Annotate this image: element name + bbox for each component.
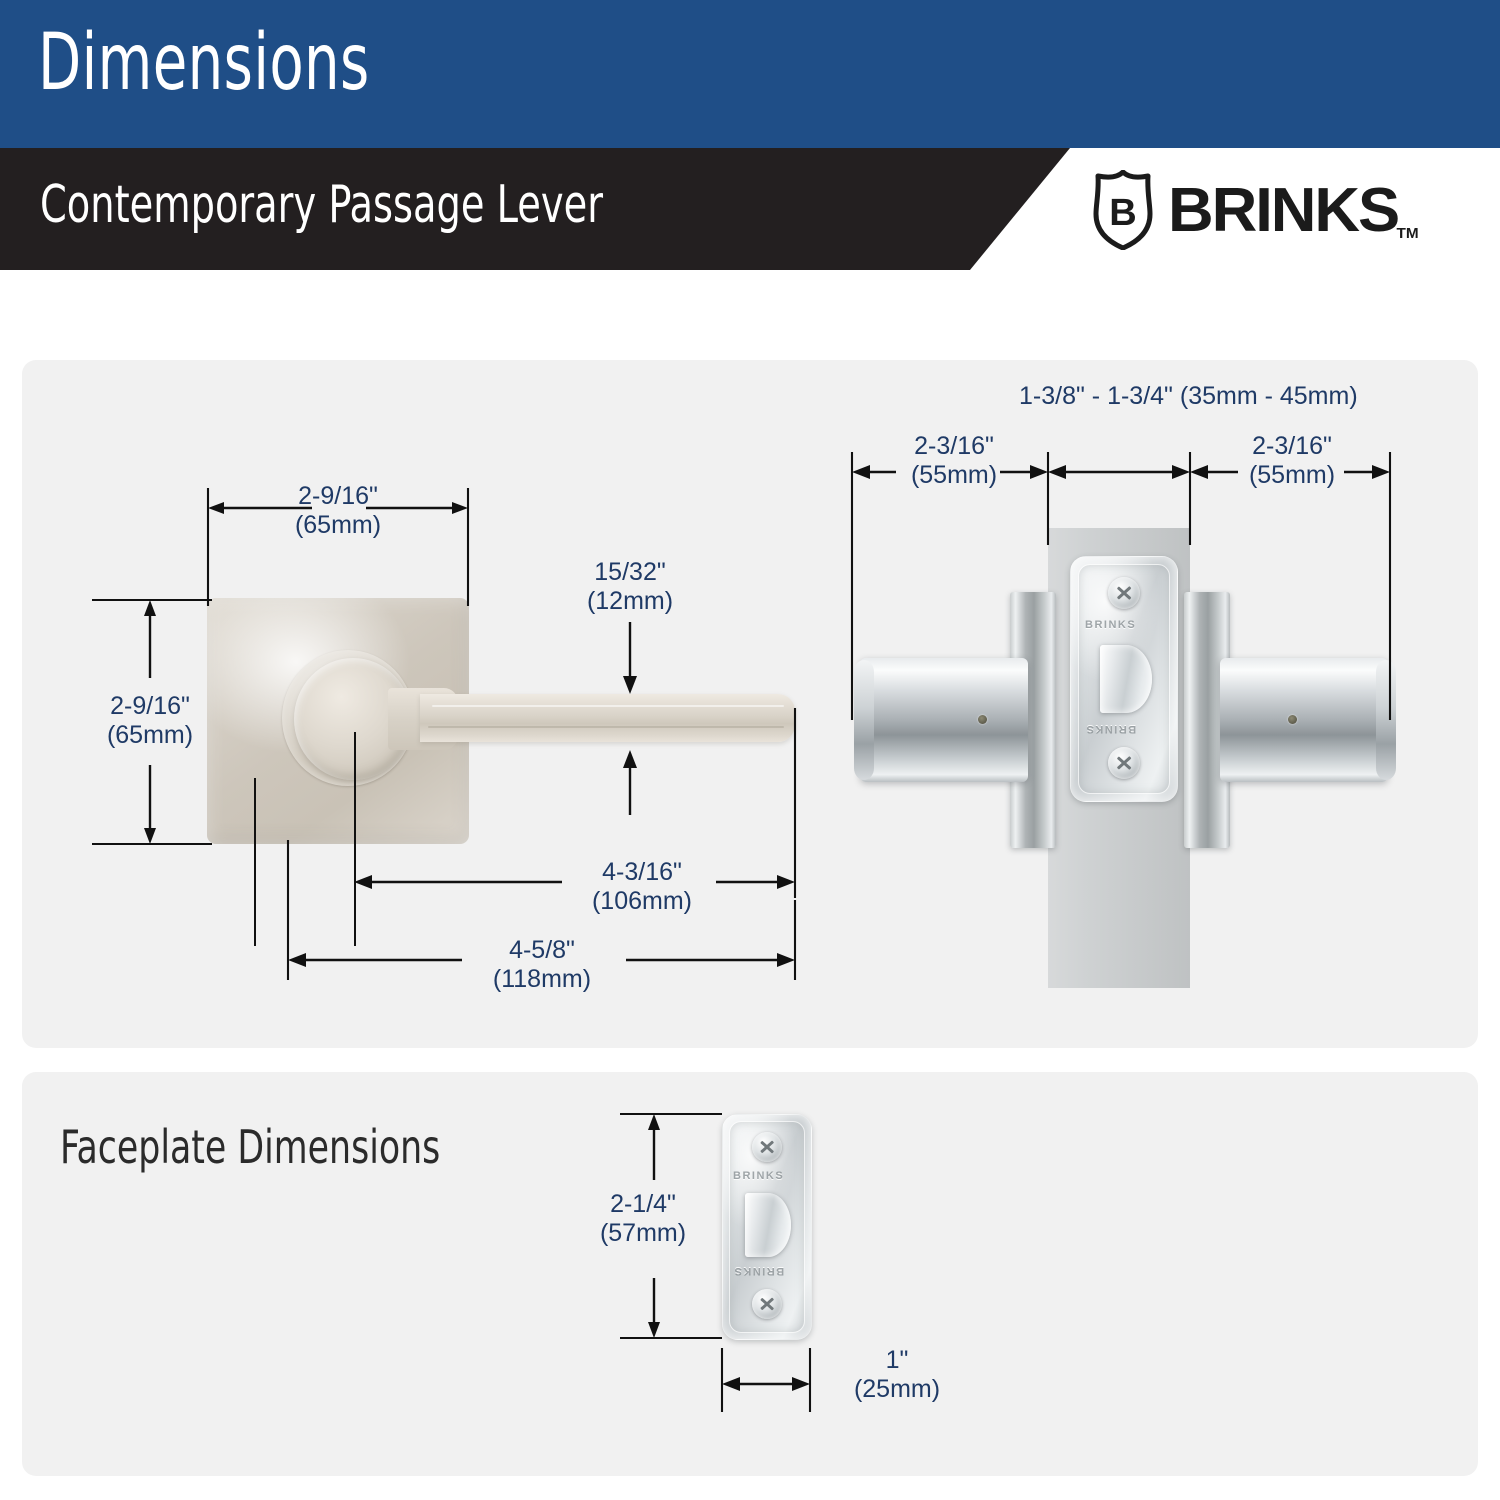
faceplate-section-title: Faceplate Dimensions bbox=[60, 1120, 441, 1174]
lever-total-length-dimension: 4-5/8" (118mm) bbox=[492, 936, 592, 993]
faceplate-bottom-screw bbox=[1108, 747, 1140, 779]
right-lever-cylinder bbox=[1220, 658, 1388, 782]
lever-shadow-line bbox=[428, 726, 784, 728]
standalone-latch-bolt bbox=[745, 1193, 791, 1257]
faceplate-emboss-bottom: BRINKS bbox=[1085, 723, 1137, 735]
lever-width-dimension: 2-9/16" (65mm) bbox=[294, 482, 382, 539]
faceplate-top-screw bbox=[1108, 577, 1140, 609]
right-set-screw bbox=[1288, 715, 1297, 724]
standalone-emboss-top: BRINKS bbox=[733, 1170, 785, 1182]
leader-line-hub bbox=[354, 732, 356, 946]
right-cylinder-cap bbox=[1376, 660, 1396, 780]
faceplate-width-dimension: 1" (25mm) bbox=[853, 1346, 941, 1403]
left-lever-cylinder bbox=[860, 658, 1028, 782]
standalone-faceplate-bevel bbox=[729, 1121, 805, 1333]
lever-highlight bbox=[432, 705, 784, 707]
lever-height-dimension: 2-9/16" (65mm) bbox=[106, 692, 194, 749]
product-subtitle: Contemporary Passage Lever bbox=[40, 175, 603, 235]
brinks-shield-icon: B bbox=[1093, 170, 1153, 250]
standalone-faceplate: BRINKS BRINKS bbox=[722, 1114, 812, 1340]
lever-projection-dimension: 4-3/16" (106mm) bbox=[591, 858, 692, 915]
standalone-top-screw bbox=[752, 1132, 782, 1162]
latch-faceplate: BRINKS BRINKS bbox=[1070, 556, 1178, 802]
leader-line-rosette bbox=[254, 778, 256, 946]
lever-handle bbox=[420, 694, 795, 742]
faceplate-inner-bevel bbox=[1078, 564, 1170, 794]
faceplate-dimensions-panel: Faceplate Dimensions BRINKS BRINKS 2 bbox=[22, 1072, 1478, 1476]
brinks-trademark: TM bbox=[1396, 224, 1419, 242]
page-title: Dimensions bbox=[38, 18, 370, 108]
faceplate-emboss-top: BRINKS bbox=[1085, 619, 1137, 631]
header-subtitle-band: Contemporary Passage Lever B BRINKS TM bbox=[0, 148, 1500, 270]
left-set-screw bbox=[978, 715, 987, 724]
brinks-wordmark: BRINKS TM bbox=[1168, 175, 1419, 246]
left-cylinder-cap bbox=[854, 660, 874, 780]
right-projection-dimension: 2-3/16" (55mm) bbox=[1248, 432, 1336, 489]
header-black-wedge: Contemporary Passage Lever bbox=[0, 148, 1070, 270]
main-dimensions-panel: 2-9/16" (65mm) 2-9/16" (65mm) 15/32" (12… bbox=[22, 360, 1478, 1048]
standalone-emboss-bottom: BRINKS bbox=[733, 1265, 785, 1277]
faceplate-height-dimension: 2-1/4" (57mm) bbox=[599, 1190, 687, 1247]
header-blue-banner: Dimensions bbox=[0, 0, 1500, 148]
door-thickness-dimension: 1-3/8" - 1-3/4" (35mm - 45mm) bbox=[1019, 382, 1358, 410]
brinks-wordmark-text: BRINKS bbox=[1168, 175, 1400, 245]
left-projection-dimension: 2-3/16" (55mm) bbox=[910, 432, 998, 489]
brinks-logo: B BRINKS TM bbox=[1090, 162, 1430, 258]
latch-bolt bbox=[1100, 645, 1152, 713]
svg-text:B: B bbox=[1109, 192, 1136, 234]
standalone-bottom-screw bbox=[752, 1289, 782, 1319]
lever-thickness-dimension: 15/32" (12mm) bbox=[586, 558, 674, 615]
